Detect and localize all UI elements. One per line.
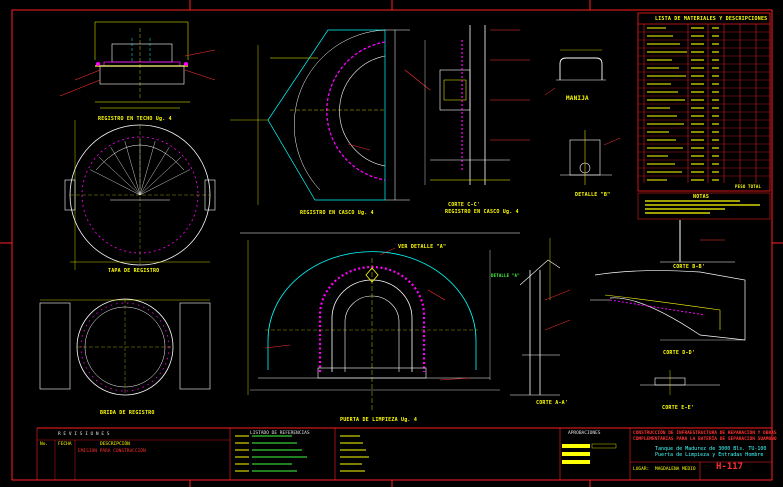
rev-col-date: FECHA	[58, 442, 72, 447]
view-manija	[544, 49, 606, 96]
label-registro-casco: REGISTRO EN CASCO Ug. 4	[300, 210, 374, 216]
label-corte-cc: CORTE C-C'	[448, 202, 481, 208]
notes-title: NOTAS	[693, 194, 710, 200]
approvals-header: APROBACIONES	[568, 431, 601, 436]
sheet-number: H-117	[716, 462, 744, 472]
view-puerta-limpieza	[240, 232, 520, 410]
hatch-line	[139, 147, 170, 196]
rev-0-desc: EMISIÓN PARA CONSTRUCCIÓN	[78, 449, 146, 454]
label-manija: MANIJA	[566, 95, 589, 102]
location-label: LUGAR:	[633, 467, 650, 472]
view-corte-dd	[590, 270, 746, 341]
label-tapa-registro: TAPA DE REGISTRO	[108, 268, 160, 274]
view-tapa-registro	[64, 120, 216, 270]
label-registro-casco-2: REGISTRO EN CASCO Ug. 4	[445, 209, 519, 215]
label-corte-ee: CORTE E-E'	[662, 405, 695, 411]
label-brida-registro: BRIDA DE REGISTRO	[100, 410, 155, 416]
title-block	[36, 427, 772, 480]
hatch-line	[98, 156, 141, 196]
rev-col-no: No.	[40, 442, 49, 447]
materials-table-title: LISTA DE MATERIALES Y DESCRIPCIONES	[655, 16, 768, 22]
label-corte-bb: CORTE B-B'	[673, 264, 706, 270]
view-corte-aa	[510, 238, 571, 396]
company-line-1: CONSTRUCCIÓN DE INFRAESTRUCTURA DE REPAR…	[633, 431, 777, 436]
notes-block	[637, 192, 771, 220]
hatch-line	[139, 169, 190, 196]
label-corte-aa: CORTE A-A'	[536, 400, 569, 406]
view-corte-ee	[640, 370, 720, 395]
label-ver-detalle-a: VER DETALLE "A"	[398, 244, 447, 250]
label-detalle-a: DETALLE "A"	[491, 273, 520, 278]
hatch-line	[110, 147, 141, 196]
view-corte-bb	[660, 220, 735, 263]
rev-header: R E V I S I O N E S	[58, 432, 110, 437]
hatch-line	[139, 156, 182, 196]
label-corte-dd: CORTE D-D'	[663, 350, 696, 356]
drawing-title-1: Tanque de Madurez de 3000 Bls. TU-100	[655, 446, 767, 452]
view-registro-techo	[59, 21, 216, 109]
label-puerta-limpieza: PUERTA DE LIMPIEZA Ug. 4	[340, 417, 418, 423]
location-value: MAGDALENA MEDIO	[655, 467, 696, 472]
view-detalle-b	[560, 130, 621, 185]
company-line-2: COMPLEMENTARIAS PARA LA BATERÍA DE SEPAR…	[633, 437, 777, 442]
rev-col-desc: DESCRIPCIÓN	[100, 442, 130, 447]
label-detalle-b: DETALLE "B"	[575, 192, 611, 198]
references-header: LISTADO DE REFERENCIAS	[250, 431, 310, 436]
hatch-line	[90, 169, 141, 196]
hatch-line	[124, 141, 141, 196]
view-brida-registro	[39, 298, 211, 396]
view-registro-casco	[230, 29, 431, 205]
materials-table	[637, 12, 771, 192]
view-corte-cc	[424, 25, 530, 185]
drawing-title-2: Puerta de Limpieza y Entradas Hombre	[655, 452, 764, 458]
label-registro-techo: REGISTRO EN TECHO Ug. 4	[98, 116, 172, 122]
total-weight-label: PESO TOTAL	[735, 184, 762, 189]
hatch-line	[139, 141, 156, 196]
